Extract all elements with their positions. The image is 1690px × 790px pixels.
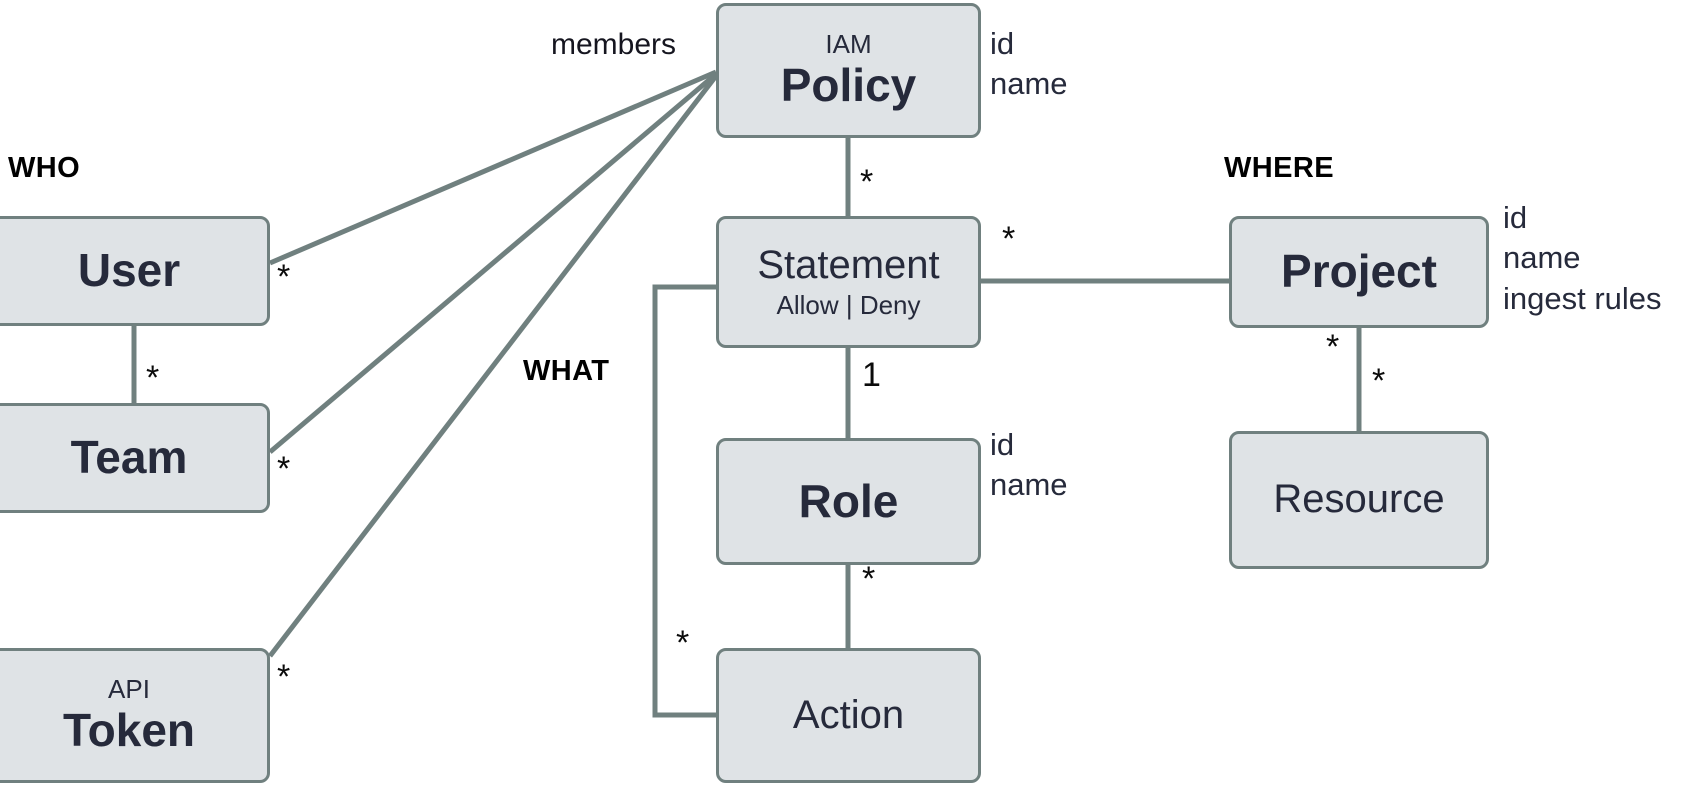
attributes-policy: id name	[990, 24, 1068, 105]
attribute-project-name: name	[1503, 240, 1581, 276]
multiplicity-project-resource-top: *	[1326, 328, 1340, 366]
node-project[interactable]: Project	[1229, 216, 1489, 328]
node-project-title: Project	[1281, 245, 1437, 298]
node-policy[interactable]: IAM Policy	[716, 3, 981, 138]
edge-team-policy	[268, 72, 718, 454]
node-policy-title: Policy	[780, 58, 917, 111]
attribute-role-id: id	[990, 427, 1015, 462]
node-api-token[interactable]: API Token	[0, 648, 270, 783]
node-team-title: Team	[70, 431, 188, 484]
multiplicity-team-policy: *	[277, 450, 291, 488]
node-role-title: Role	[798, 474, 899, 527]
edge-label-members: members	[551, 28, 677, 61]
attributes-project: id name ingest rules	[1503, 198, 1662, 319]
attribute-project-ingest-rules: ingest rules	[1503, 280, 1662, 316]
multiplicity-policy-statement: *	[860, 163, 874, 201]
node-team[interactable]: Team	[0, 403, 270, 513]
node-resource-title: Resource	[1273, 477, 1445, 522]
multiplicity-token-policy: *	[277, 658, 291, 696]
group-label-who: WHO	[8, 152, 81, 184]
node-statement[interactable]: Statement Allow | Deny	[716, 216, 981, 348]
multiplicity-statement-role: 1	[862, 356, 881, 394]
edge-user-policy	[269, 69, 717, 266]
node-action[interactable]: Action	[716, 648, 981, 783]
attribute-project-id: id	[1503, 200, 1528, 235]
group-label-where: WHERE	[1224, 152, 1334, 184]
node-statement-subtitle: Allow | Deny	[776, 290, 921, 321]
multiplicity-statement-project: *	[1002, 220, 1016, 258]
node-role[interactable]: Role	[716, 438, 981, 565]
attribute-policy-name: name	[990, 66, 1068, 102]
edge-token-policy	[268, 74, 718, 658]
multiplicity-project-resource-bottom: *	[1372, 362, 1386, 400]
node-user[interactable]: User	[0, 216, 270, 326]
group-label-what: WHAT	[523, 355, 610, 387]
multiplicity-user-policy: *	[277, 258, 291, 296]
node-action-title: Action	[792, 692, 905, 737]
attribute-policy-id: id	[990, 26, 1015, 61]
multiplicity-role-action: *	[862, 560, 876, 598]
attribute-role-name: name	[990, 467, 1068, 503]
multiplicity-statement-action: *	[676, 624, 690, 662]
node-policy-subtitle: IAM	[825, 29, 872, 60]
node-statement-title: Statement	[757, 243, 940, 288]
node-api-token-subtitle: API	[108, 674, 150, 705]
multiplicity-user-team: *	[146, 359, 160, 397]
node-user-title: User	[77, 244, 181, 297]
node-resource[interactable]: Resource	[1229, 431, 1489, 569]
node-api-token-title: Token	[62, 703, 196, 756]
attributes-role: id name	[990, 425, 1068, 506]
